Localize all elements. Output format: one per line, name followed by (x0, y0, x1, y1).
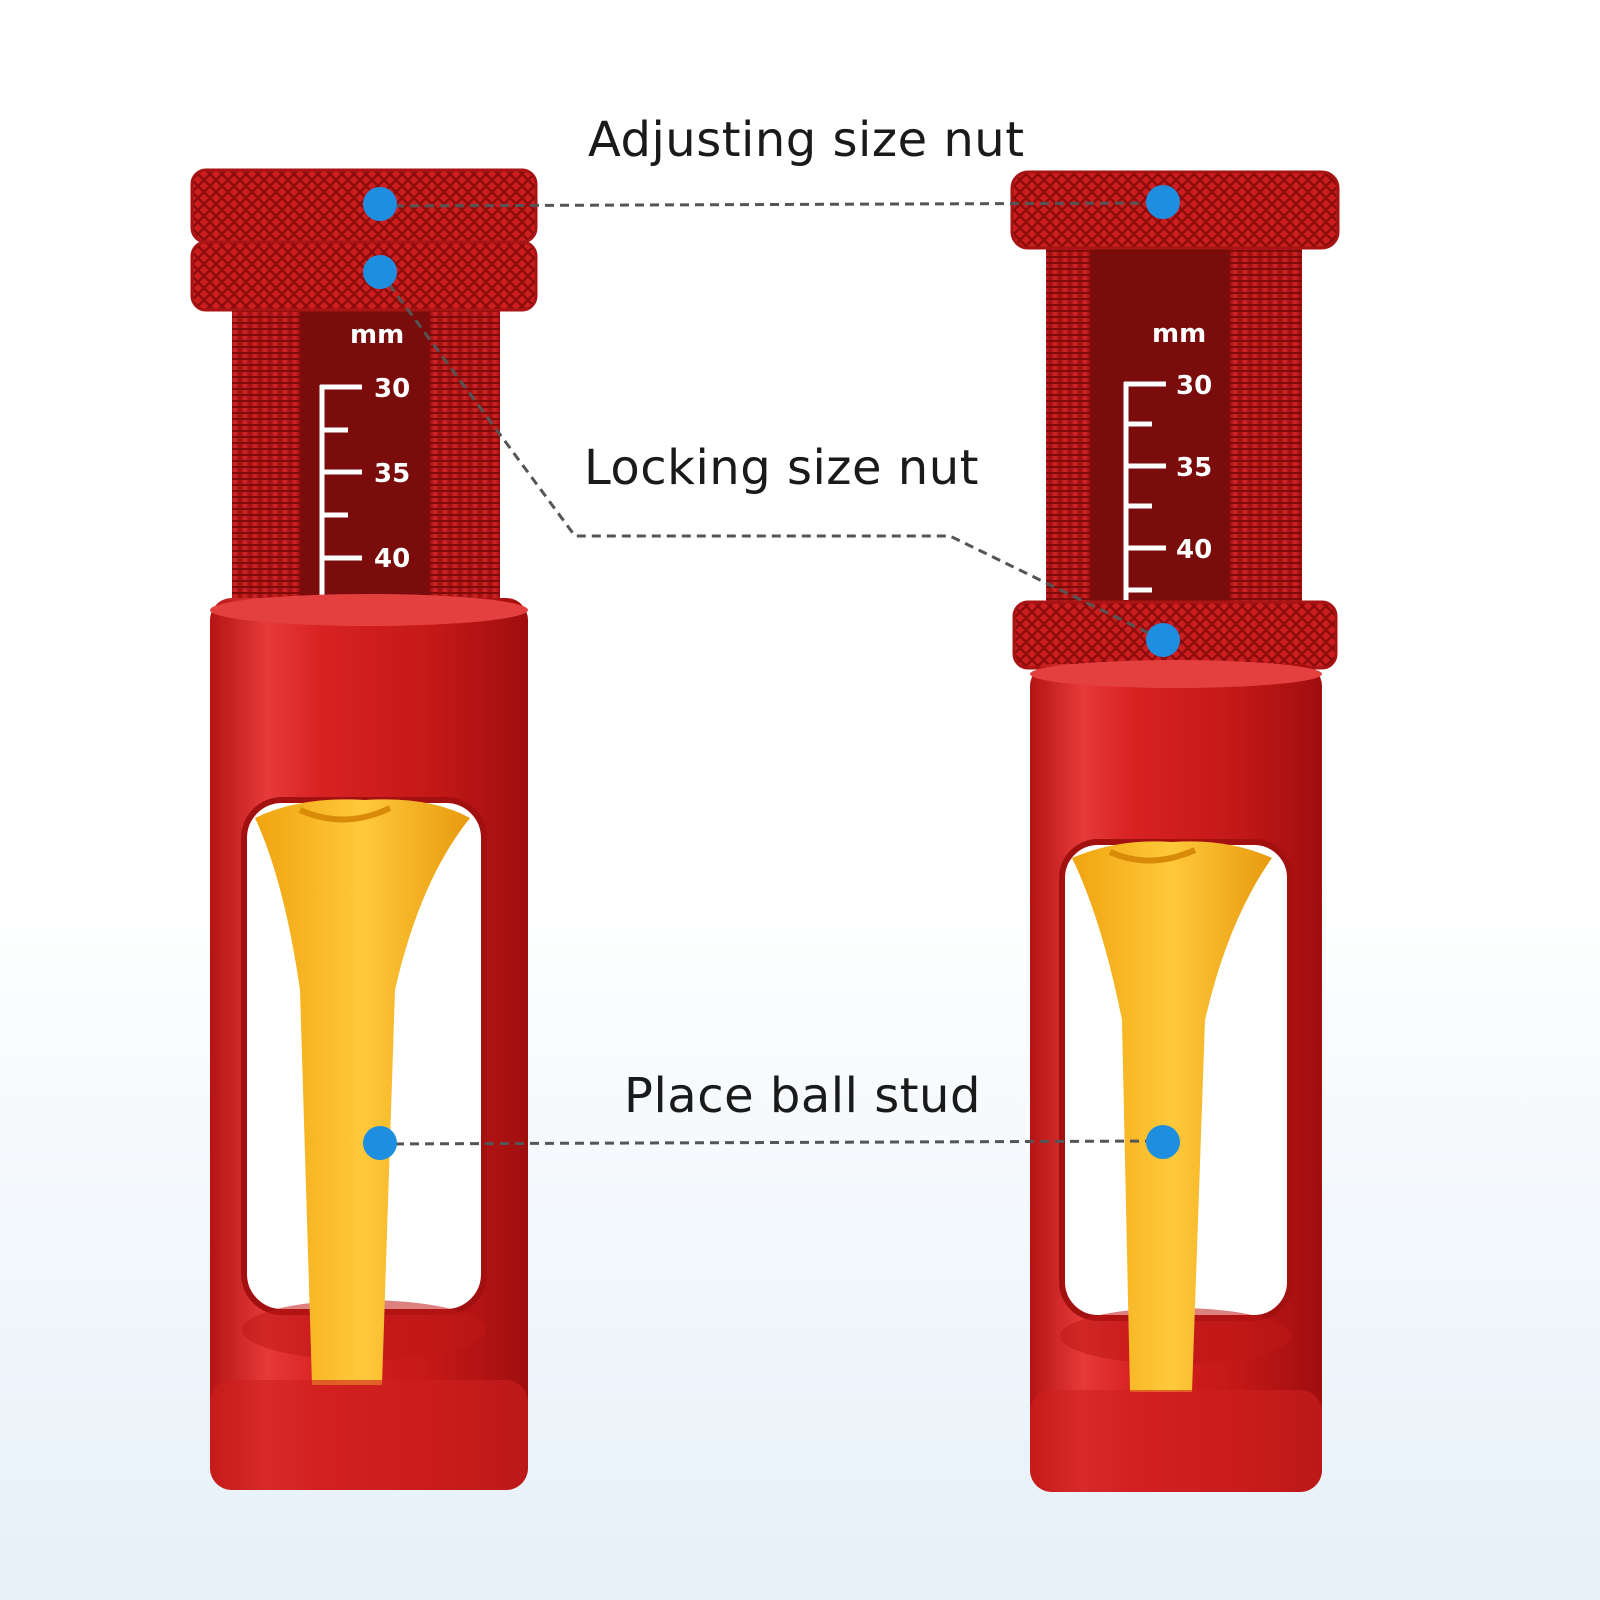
left-scale-tick-35: 35 (374, 459, 410, 489)
callout-locking-nut: Locking size nut (584, 440, 979, 496)
left-tee (255, 799, 470, 1385)
right-tee (1072, 841, 1272, 1392)
right-scale-tick-35: 35 (1176, 453, 1212, 483)
right-ruler (1123, 381, 1166, 600)
left-gauge: mm 30 35 40 (190, 168, 538, 1490)
leader-locking (378, 271, 1164, 642)
marker-right-adjusting (1146, 185, 1180, 219)
callout-adjusting-nut: Adjusting size nut (588, 112, 1025, 168)
left-scale-unit: mm (350, 320, 404, 350)
leader-lines (378, 201, 1164, 1146)
marker-right-locking (1146, 623, 1180, 657)
leader-adjusting (379, 201, 1164, 208)
marker-left-locking (363, 255, 397, 289)
left-scale-tick-40: 40 (374, 544, 410, 574)
left-scale-tick-30: 30 (374, 374, 410, 404)
callout-markers (363, 185, 1180, 1160)
marker-left-adjusting (363, 187, 397, 221)
right-gauge: mm 30 35 40 (1010, 170, 1340, 1492)
right-scale-tick-30: 30 (1176, 371, 1212, 401)
right-scale-unit: mm (1152, 319, 1206, 349)
leader-ball (379, 1139, 1164, 1146)
marker-left-ball (363, 1126, 397, 1160)
marker-right-ball (1146, 1125, 1180, 1159)
right-scale-tick-40: 40 (1176, 535, 1212, 565)
callout-ball-stud: Place ball stud (624, 1068, 981, 1124)
